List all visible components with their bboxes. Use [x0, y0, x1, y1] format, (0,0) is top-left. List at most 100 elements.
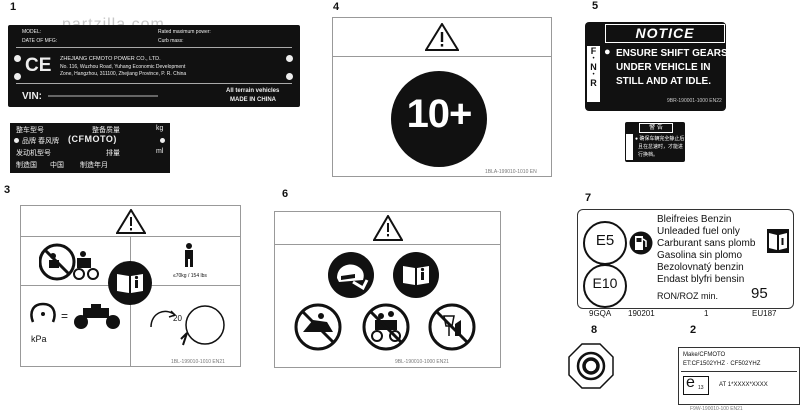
approval-number: AT 1*XXXX*XXXX	[719, 382, 768, 388]
gear-n: N	[590, 62, 597, 72]
vin-field	[48, 95, 158, 97]
manual-book-icon	[117, 274, 143, 293]
notice-bullet: ●	[604, 46, 611, 58]
tagline-1: All terrain vehicles	[226, 88, 280, 94]
cn-row3-b: 排量	[106, 150, 120, 157]
cn-row3-a: 发动机型号	[16, 150, 51, 157]
no-reckless-riding-icon	[294, 303, 342, 351]
label-3-code: 1BL-199010-1010 EN21	[171, 359, 225, 365]
tire-pressure-icon	[30, 302, 56, 323]
callout-6: 6	[282, 188, 289, 200]
fuel-line-6: Endast blyfri bensin	[657, 274, 745, 285]
weight-limit: ≤70kg / 154 lbs	[173, 273, 207, 279]
power-label: Rated maximum power:	[158, 29, 211, 35]
company-address-1: No. 116, Wuzhou Road, Yuhang Economic De…	[60, 64, 186, 70]
gear-f: F	[590, 46, 597, 56]
cn-rivet-left	[14, 138, 19, 143]
e-mark-box	[683, 376, 709, 395]
label-6-prohibitions: 9BL-190010-1000 EN21	[274, 211, 501, 368]
model-label: MODEL:	[22, 29, 42, 35]
age-badge	[391, 71, 487, 167]
company-address-2: Zone, Hangzhou, 311100, Zhejiang Provinc…	[60, 71, 187, 77]
label-4-age-warning: 10+ 1BLA-199010-1010 EN	[332, 17, 552, 177]
callout-2: 2	[690, 324, 697, 336]
ron-label: RON/ROZ min.	[657, 291, 719, 301]
equals-sign: =	[61, 309, 69, 323]
e-mark-letter: e	[686, 374, 695, 391]
rivet-top-left	[14, 55, 21, 62]
ron-value: 95	[751, 285, 768, 302]
label-1-vin-plate: MODEL: DATE OF MFG: Rated maximum power:…	[8, 25, 300, 107]
cn-row3-unit: ml	[156, 148, 164, 155]
gear-dot-2: •	[592, 72, 595, 78]
cn-row4-b: 中国	[50, 162, 64, 169]
label-1b-china-plate: 整车型号 整备质量 kg 品牌 春风牌 (CFMOTO) 发动机型号 排量 ml…	[10, 123, 170, 173]
callout-5: 5	[592, 0, 599, 12]
tagline-2: MADE IN CHINA	[230, 97, 276, 103]
date-label: DATE OF MFG:	[22, 38, 58, 44]
fuel-line-2: Unleaded fuel only	[657, 226, 740, 237]
cn-rivet-right	[160, 138, 165, 143]
fuel-line-5: Bezolovnatý benzin	[657, 262, 744, 273]
cn-row1-a: 整车型号	[16, 127, 44, 134]
manual-badge	[108, 261, 152, 305]
cn-notice-line-1: ● 确保车辆完全静止后	[635, 136, 685, 142]
fuel-code-b: 190201	[628, 309, 655, 318]
helmet-icon	[337, 264, 369, 290]
fuel-line-1: Bleifreies Benzin	[657, 214, 732, 225]
fuel-code-a: 9GQA	[589, 309, 612, 318]
curb-mass-label: Curb mass:	[158, 38, 184, 44]
label-5-code: 9BR-190001-1000 EN22	[667, 98, 722, 104]
approval-make: Make/CFMOTO	[683, 352, 726, 358]
gear-column: F • N • R	[587, 46, 600, 102]
cn-brand-prefix: 品牌 春风牌	[22, 138, 59, 145]
rivet-bottom-left	[14, 73, 21, 80]
callout-3: 3	[4, 184, 11, 196]
octagon-tire-icon	[568, 343, 614, 389]
fuel-code-d: EU187	[752, 309, 777, 318]
label-2-approval: Make/CFMOTO ET:CF1502YHZ · CF502YHZ e 13…	[678, 347, 800, 405]
cn-notice-line-3: 行换档。	[638, 152, 659, 158]
e10-text: E10	[592, 275, 618, 291]
header-divider	[16, 47, 292, 48]
notice-line-2: UNDER VEHICLE IN	[616, 62, 711, 73]
manual-book-icon	[767, 229, 789, 253]
pressure-unit: kPa	[31, 334, 47, 344]
notice-line-3: STILL AND AT IDLE.	[616, 76, 711, 87]
footer-divider	[16, 83, 292, 84]
no-passenger-icon	[362, 303, 410, 351]
callout-1: 1	[10, 1, 17, 13]
label-5b-cn-notice: 警 告 ● 确保车辆完全静止后 且在怠速时，才能进 行换档。	[625, 122, 685, 162]
speed-gauge-icon	[150, 305, 225, 346]
fuel-pump-icon	[629, 231, 653, 255]
atv-icon	[74, 304, 120, 329]
warning-triangle-icon	[373, 215, 403, 241]
e5-text: E5	[595, 232, 615, 249]
speed-value: 20	[173, 314, 182, 323]
cn-row4-c: 制造年月	[80, 162, 108, 169]
person-icon	[185, 243, 193, 267]
cn-row4-a: 制造国	[16, 162, 37, 169]
cn-brand-text: CFMOTO	[71, 134, 114, 144]
warning-triangle-icon	[425, 23, 459, 51]
callout-8: 8	[591, 324, 598, 336]
no-passenger-icon	[39, 243, 99, 281]
e10-badge	[583, 264, 627, 308]
rivet-top-right	[286, 55, 293, 62]
cn-brand-logo: (CFMOTO)	[68, 134, 117, 144]
approval-divider	[681, 371, 797, 372]
approval-type: ET:CF1502YHZ · CF502YHZ	[683, 361, 761, 367]
no-alcohol-icon	[428, 303, 476, 351]
fuel-line-4: Gasolina sin plomo	[657, 250, 743, 261]
label-7-fuel: E5 E10 Bleifreies Benzin Unleaded fuel o…	[577, 209, 794, 309]
callout-7: 7	[585, 192, 592, 204]
warning-triangle-icon	[116, 209, 146, 234]
e-mark-number: 13	[698, 385, 704, 391]
gear-r: R	[590, 78, 597, 88]
notice-title: NOTICE	[605, 24, 725, 43]
label-2-code: F9W-190010-100 EN21	[690, 406, 743, 412]
cn-gear-column	[626, 134, 633, 160]
fuel-line-3: Carburant sans plomb	[657, 238, 756, 249]
label-3-ride-warning: ≤70kg / 154 lbs = kPa 20 1BL-199010-1010…	[20, 205, 241, 367]
cn-row1-b: 整备质量	[92, 127, 120, 134]
